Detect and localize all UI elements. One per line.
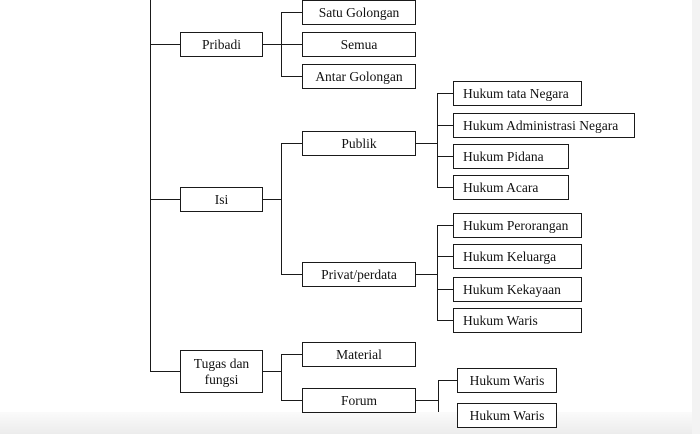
node-hukum-tata-negara: Hukum tata Negara (453, 81, 582, 106)
node-hukum-waris-forum-2: Hukum Waris (457, 403, 557, 428)
node-hukum-kekayaan: Hukum Kekayaan (453, 277, 582, 302)
node-isi: Isi (180, 187, 263, 212)
node-semua: Semua (302, 32, 416, 57)
node-satu-golongan: Satu Golongan (302, 0, 416, 25)
node-antar-golongan: Antar Golongan (302, 64, 416, 89)
node-hukum-pidana: Hukum Pidana (453, 144, 569, 169)
node-tugas-dan-fungsi: Tugas dan fungsi (180, 350, 263, 393)
node-pribadi: Pribadi (180, 32, 263, 57)
node-forum: Forum (302, 388, 416, 413)
node-hukum-acara: Hukum Acara (453, 175, 569, 200)
right-edge-strip (692, 0, 700, 434)
node-material: Material (302, 342, 416, 367)
node-hukum-waris-forum-1: Hukum Waris (457, 368, 557, 393)
node-hukum-keluarga: Hukum Keluarga (453, 244, 582, 269)
node-privat-perdata: Privat/perdata (302, 262, 416, 287)
node-hukum-waris: Hukum Waris (453, 308, 582, 333)
bottom-shadow-strip (0, 412, 700, 434)
node-hukum-administrasi-negara: Hukum Administrasi Negara (453, 113, 635, 138)
node-hukum-perorangan: Hukum Perorangan (453, 213, 582, 238)
node-publik: Publik (302, 131, 416, 156)
